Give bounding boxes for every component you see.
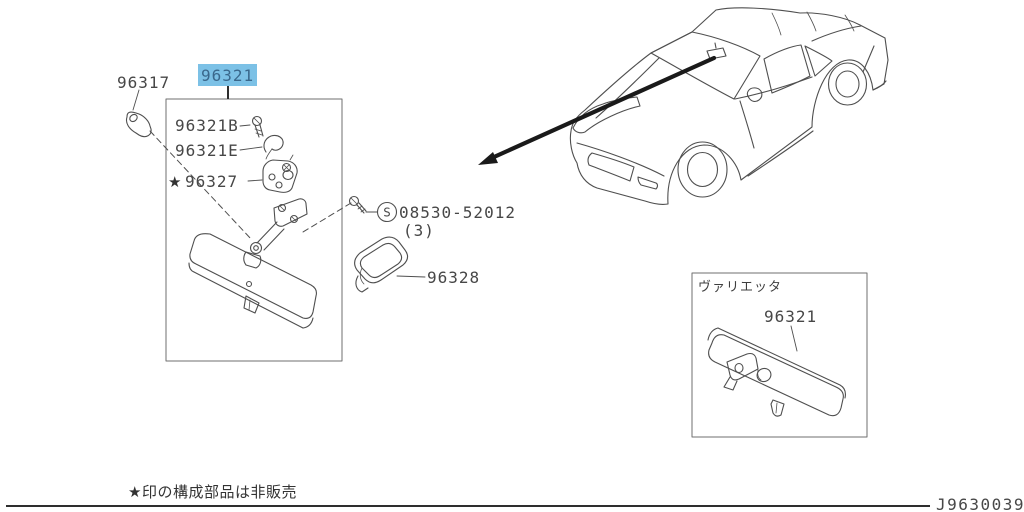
part-label-96327[interactable]: 96327 xyxy=(185,172,238,191)
mirror-base-drawing xyxy=(262,154,298,193)
fastener-and-grommet xyxy=(348,195,426,293)
part-label-96321-selected[interactable]: 96321 xyxy=(201,66,254,85)
part-labels: 96317 96321 96321B 96321E ★ 96327 S 0853… xyxy=(117,64,817,326)
part-label-96321B[interactable]: 96321B xyxy=(175,116,239,135)
set-screw-drawing xyxy=(348,195,367,214)
s-symbol-circle xyxy=(376,201,398,223)
mirror-location-mark xyxy=(706,42,727,60)
diagram-code: J9630039 xyxy=(936,495,1024,512)
part-label-08530-52012[interactable]: 08530-52012 xyxy=(399,203,516,222)
variant-mirror-drawing xyxy=(707,327,846,417)
grommet-drawing xyxy=(354,236,409,293)
footer: ★印の構成部品は非販売 J9630039 xyxy=(6,483,1024,512)
star-mark: ★ xyxy=(168,173,182,191)
variant-parts-box xyxy=(691,272,868,438)
part-label-96321E[interactable]: 96321E xyxy=(175,141,239,160)
location-arrow xyxy=(478,55,717,165)
part-label-96321-variant[interactable]: 96321 xyxy=(764,307,817,326)
part-label-96317[interactable]: 96317 xyxy=(117,73,170,92)
footer-note: ★印の構成部品は非販売 xyxy=(128,483,297,501)
mirror-arm-drawing xyxy=(243,198,308,269)
s-symbol: S xyxy=(383,205,391,220)
selected-part-highlight xyxy=(198,64,257,86)
car-illustration xyxy=(569,7,889,205)
mirror-body-drawing xyxy=(188,233,317,329)
spring-clip-drawing xyxy=(263,134,284,160)
cap-part-drawing xyxy=(125,111,152,138)
main-parts-box xyxy=(125,89,352,362)
variant-model-label: ヴァリエッタ xyxy=(698,279,782,295)
part-label-96328[interactable]: 96328 xyxy=(427,268,480,287)
mount-screw-drawing xyxy=(251,115,264,138)
part-qty-3: (3) xyxy=(403,221,435,240)
